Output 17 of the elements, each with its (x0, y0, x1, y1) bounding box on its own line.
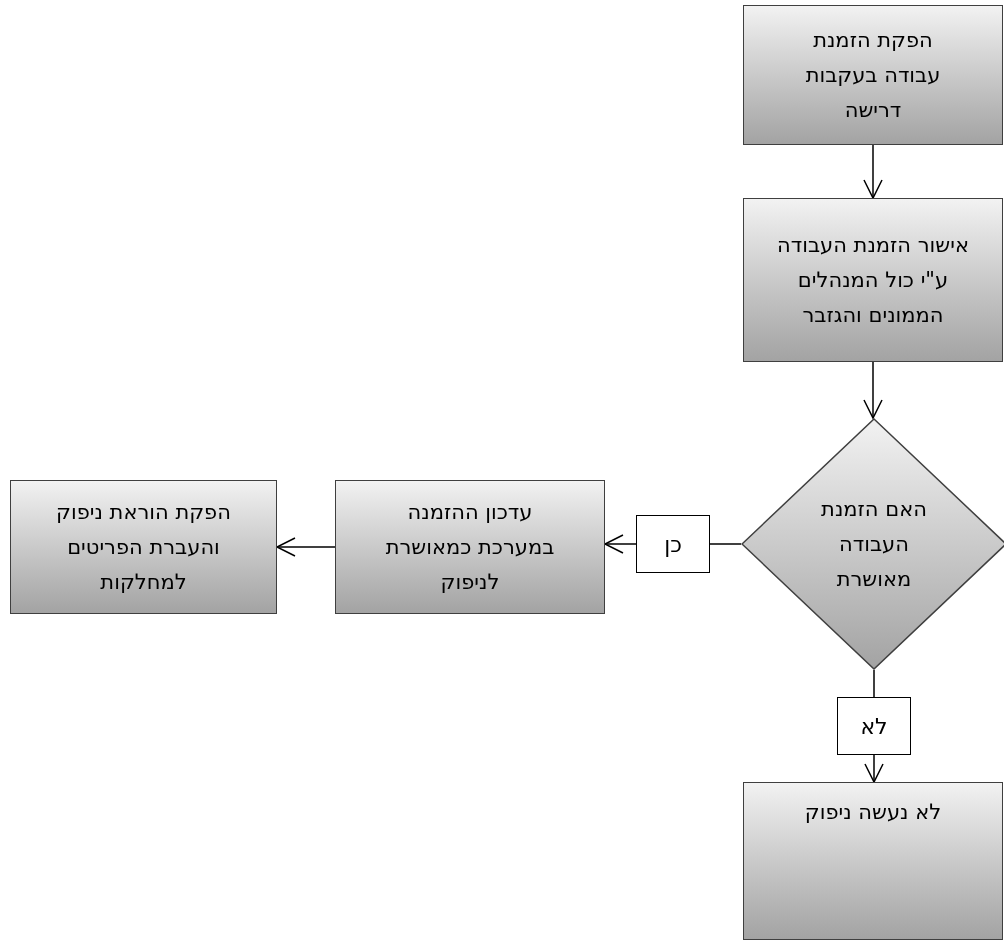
process-box (10, 480, 277, 614)
edge-label: כן (636, 515, 710, 573)
decision-diamond (741, 418, 1004, 670)
process-box (743, 782, 1003, 940)
arrow (276, 537, 336, 557)
arrow (863, 144, 883, 199)
edge-label: לא (837, 697, 911, 755)
node-text: לא נעשה ניפוק (804, 799, 942, 826)
node-text: עדכון ההזמנה במערכת כמאושרת לניפוק (384, 498, 556, 596)
node-text: הפקת הוראת ניפוק והעברת הפריטים למחלקות (55, 498, 232, 596)
node-text: אישור הזמנת העבודה ע"י כול המנהלים הממונים והגזבר (776, 231, 970, 329)
process-box (335, 480, 605, 614)
arrow (863, 361, 883, 419)
process-box (743, 5, 1003, 145)
node-text: הפקת הזמנת עבודה בעקבות דרישה (804, 26, 942, 124)
node-text: האם הזמנת העבודה מאושרת (820, 495, 928, 593)
process-box (743, 198, 1003, 362)
